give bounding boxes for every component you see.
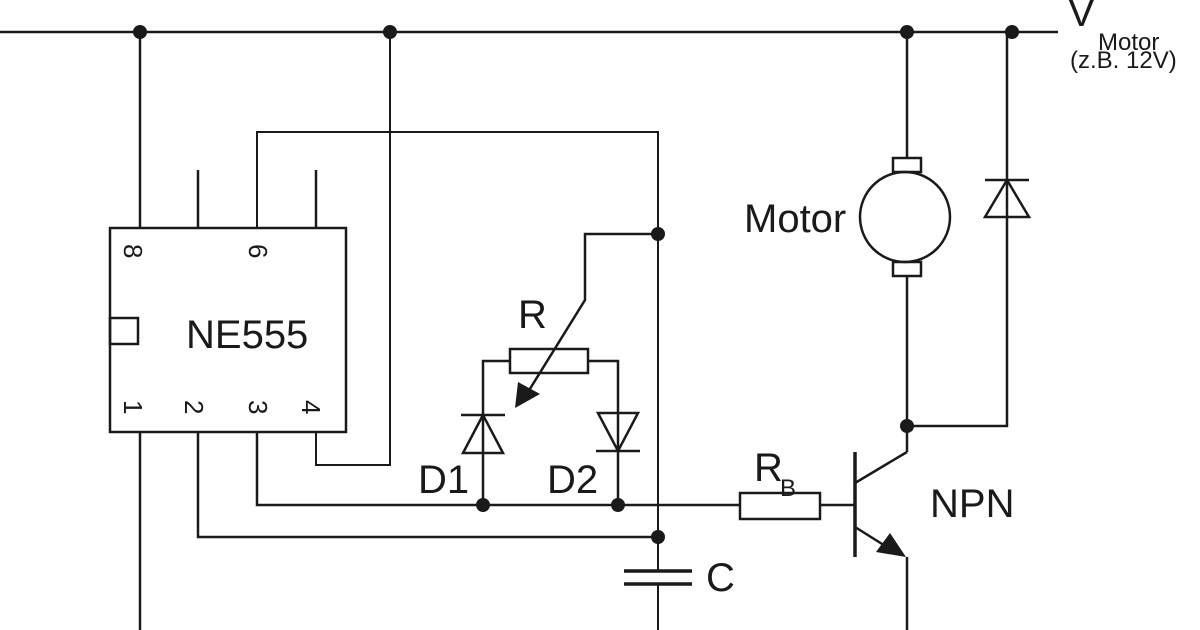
supply-voltage-note: (z.B. 12V) <box>1070 47 1177 74</box>
ic-pin-4-label: 4 <box>296 400 326 414</box>
collector-wire <box>905 32 1009 452</box>
diode-d2-label: D2 <box>547 458 598 502</box>
diode-d1-label: D1 <box>418 458 469 502</box>
supply-voltage-subscript: Motor <box>1098 29 1159 56</box>
pin2-trigger-wire <box>196 432 658 539</box>
supply-voltage-symbol: V <box>1068 0 1095 35</box>
pin4-reset-wire <box>315 32 391 466</box>
motor-symbol <box>858 156 952 278</box>
transistor-label: NPN <box>930 482 1014 526</box>
base-resistor-label: R <box>754 446 783 490</box>
capacitor-label: C <box>706 556 735 600</box>
potentiometer-label: R <box>518 293 547 337</box>
diode-d2 <box>595 411 641 454</box>
ic-pin-2-label: 2 <box>179 400 209 414</box>
ic-pin-8-label: 8 <box>118 244 148 258</box>
collector-junction <box>900 419 914 433</box>
pin3-output-wire <box>255 432 740 507</box>
ic-pin-6-label: 6 <box>243 244 273 258</box>
motor-label: Motor <box>744 197 846 241</box>
base-resistor-subscript: B <box>780 475 796 502</box>
ic-name-label: NE555 <box>186 313 308 357</box>
capacitor-c <box>624 569 692 586</box>
wiper-junction <box>651 227 665 241</box>
pin6-threshold-wire <box>256 131 659 630</box>
potentiometer-wiper <box>515 232 658 408</box>
ic-pin-3-label: 3 <box>243 400 273 414</box>
diode-d1 <box>460 412 506 455</box>
potentiometer-wires <box>481 359 620 505</box>
ic-pin-1-label: 1 <box>118 400 148 414</box>
potentiometer-r <box>508 347 590 375</box>
ne555-chip <box>108 170 348 434</box>
flyback-diode <box>982 177 1032 219</box>
network-junctions <box>476 498 665 544</box>
npn-transistor <box>853 450 909 630</box>
